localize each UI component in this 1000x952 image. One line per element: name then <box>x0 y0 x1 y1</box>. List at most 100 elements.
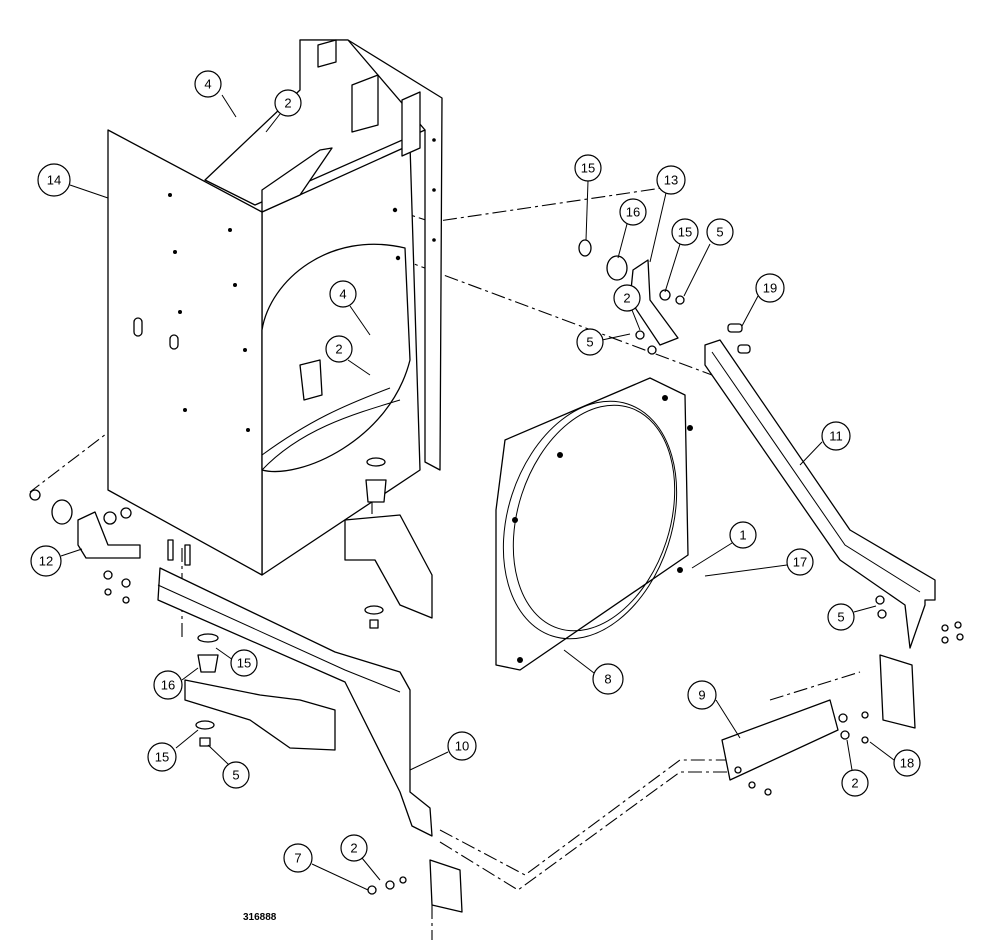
callout-5: 5 <box>207 744 250 789</box>
callout-label: 2 <box>623 291 630 306</box>
callout-label: 16 <box>161 678 175 693</box>
callout-label: 1 <box>739 528 746 543</box>
callout-label: 12 <box>39 554 53 569</box>
callout-label: 2 <box>284 96 291 111</box>
lower-left-support-arm <box>157 539 463 913</box>
callout-leader <box>215 647 234 661</box>
callout-circle <box>230 649 258 677</box>
callout-12: 12 <box>30 545 83 577</box>
callout-leader <box>69 184 109 199</box>
callout-label: 7 <box>294 851 301 866</box>
callout-circle <box>447 731 477 761</box>
callout-label: 9 <box>698 688 705 703</box>
callout-label: 15 <box>237 656 251 671</box>
callout-leader <box>683 243 711 297</box>
callout-14: 14 <box>37 163 109 199</box>
callout-leader <box>585 180 589 241</box>
callout-label: 18 <box>900 756 914 771</box>
callout-leader <box>221 94 237 118</box>
callout-label: 15 <box>581 161 595 176</box>
callout-label: 2 <box>350 841 357 856</box>
callout-leader <box>664 243 681 293</box>
drawing-number: 316888 <box>243 912 277 923</box>
callout-circle <box>706 218 734 246</box>
callout-label: 5 <box>586 335 593 350</box>
callout-label: 17 <box>793 555 807 570</box>
callout-circle <box>671 218 699 246</box>
callout-18: 18 <box>869 741 921 777</box>
lower-right-plate <box>721 699 869 796</box>
callout-4: 4 <box>329 280 371 336</box>
callout-circle <box>576 328 604 356</box>
callout-label: 4 <box>204 77 211 92</box>
callout-2: 2 <box>325 335 371 376</box>
callout-circle <box>37 163 71 197</box>
callout-4: 4 <box>194 70 237 118</box>
callout-circle <box>619 198 647 226</box>
callout-15: 15 <box>215 647 258 677</box>
callout-label: 5 <box>716 225 723 240</box>
callout-label: 16 <box>626 205 640 220</box>
callout-leader <box>347 359 371 376</box>
callout-label: 10 <box>455 739 469 754</box>
callout-circle <box>613 284 641 312</box>
callout-2: 2 <box>265 89 302 133</box>
callout-circle <box>325 335 353 363</box>
callout-leader <box>563 649 595 674</box>
callout-5: 5 <box>683 218 734 297</box>
callout-leader <box>704 564 788 577</box>
callout-circle <box>274 89 302 117</box>
callout-15: 15 <box>574 154 602 241</box>
callout-label: 15 <box>678 225 692 240</box>
callout-leader <box>175 729 199 749</box>
callout-17: 17 <box>704 548 814 577</box>
callout-leader <box>349 305 371 336</box>
callout-15: 15 <box>147 729 199 772</box>
callout-circle <box>592 663 624 695</box>
callout-leader <box>631 309 641 331</box>
callout-leader <box>649 192 667 263</box>
callout-label: 15 <box>155 750 169 765</box>
callout-5: 5 <box>576 328 631 356</box>
callout-19: 19 <box>741 273 785 327</box>
callout-leader <box>741 295 759 327</box>
callout-leader <box>311 863 369 891</box>
callout-9: 9 <box>687 680 741 739</box>
callout-leader <box>181 667 199 681</box>
callout-label: 2 <box>335 342 342 357</box>
callout-label: 5 <box>837 610 844 625</box>
callout-circle <box>574 154 602 182</box>
callout-leader <box>207 744 229 765</box>
callout-5: 5 <box>827 603 877 631</box>
callout-circle <box>786 548 814 576</box>
callout-circle <box>827 603 855 631</box>
callout-label: 11 <box>829 429 843 444</box>
callout-circle <box>329 280 357 308</box>
callout-circle <box>147 742 177 772</box>
callout-16: 16 <box>153 667 199 700</box>
callout-label: 14 <box>47 173 61 188</box>
callout-11: 11 <box>799 421 851 466</box>
callout-leader <box>617 223 628 259</box>
callout-1: 1 <box>691 521 757 569</box>
callout-leader <box>409 751 449 771</box>
callout-circle <box>283 843 313 873</box>
callout-label: 2 <box>851 776 858 791</box>
left-mount-bracket <box>29 489 141 604</box>
callout-circle <box>194 70 222 98</box>
callout-2: 2 <box>340 834 381 881</box>
callout-leader <box>869 741 895 761</box>
callout-circle <box>841 769 869 797</box>
fan-shroud-ring <box>495 377 693 671</box>
callout-circle <box>821 421 851 451</box>
callout-label: 5 <box>232 768 239 783</box>
callout-circle <box>222 761 250 789</box>
callout-circle <box>153 670 183 700</box>
callout-leader <box>361 857 381 881</box>
callout-label: 8 <box>604 672 611 687</box>
callout-2: 2 <box>613 284 641 331</box>
callout-leader <box>601 333 631 341</box>
callout-circle <box>729 521 757 549</box>
